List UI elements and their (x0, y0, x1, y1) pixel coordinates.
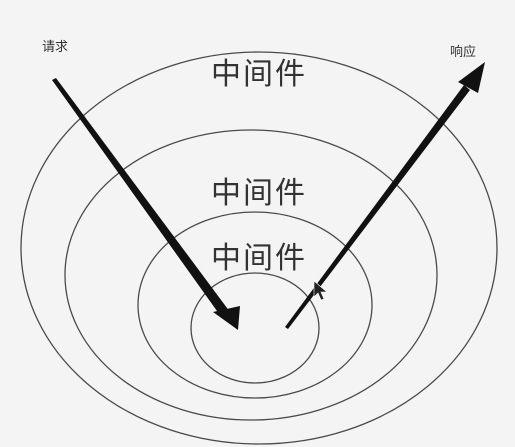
request-arrow-head (213, 306, 240, 330)
response-arrow (285, 62, 485, 329)
request-arrow (52, 78, 240, 330)
third-layer-label: 中间件 (211, 241, 307, 276)
request-label: 请求 (42, 40, 68, 55)
response-label: 响应 (450, 44, 476, 60)
response-arrow-head (458, 62, 485, 93)
second-layer-ring (64, 129, 438, 421)
third-layer-ring (137, 211, 373, 399)
inner-core-ring (190, 272, 320, 384)
outer-layer-label: 中间件 (211, 57, 307, 92)
response-arrow-shaft (285, 85, 470, 329)
mouse-pointer-icon (313, 280, 328, 301)
outer-layer-ring (20, 51, 498, 445)
second-layer-label: 中间件 (211, 176, 307, 211)
request-arrow-shaft (52, 78, 230, 318)
